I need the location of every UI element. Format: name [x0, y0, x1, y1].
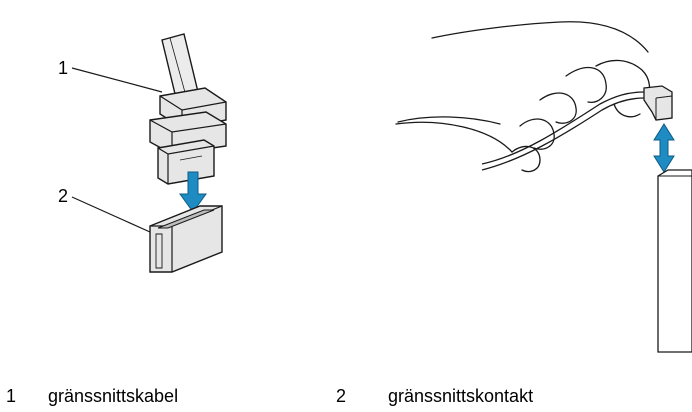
callout-number-1: 1	[58, 58, 69, 78]
interface-cable	[149, 33, 227, 185]
hand-illustration	[395, 21, 651, 173]
interface-connector	[149, 205, 223, 273]
callout-1-leader	[71, 67, 163, 93]
callout-number-2: 2	[58, 186, 69, 206]
callout-2-leader	[71, 196, 151, 233]
drive-illustration	[657, 169, 692, 353]
insert-arrow-icon	[179, 171, 207, 213]
legend-label-2: gränssnittskontakt	[388, 386, 534, 406]
legend-label-1: gränssnittskabel	[48, 386, 179, 406]
connect-arrow-icon	[653, 123, 675, 173]
legend-number-2: 2	[336, 386, 347, 406]
cable-in-hand	[481, 85, 673, 171]
legend-number-1: 1	[6, 386, 17, 406]
